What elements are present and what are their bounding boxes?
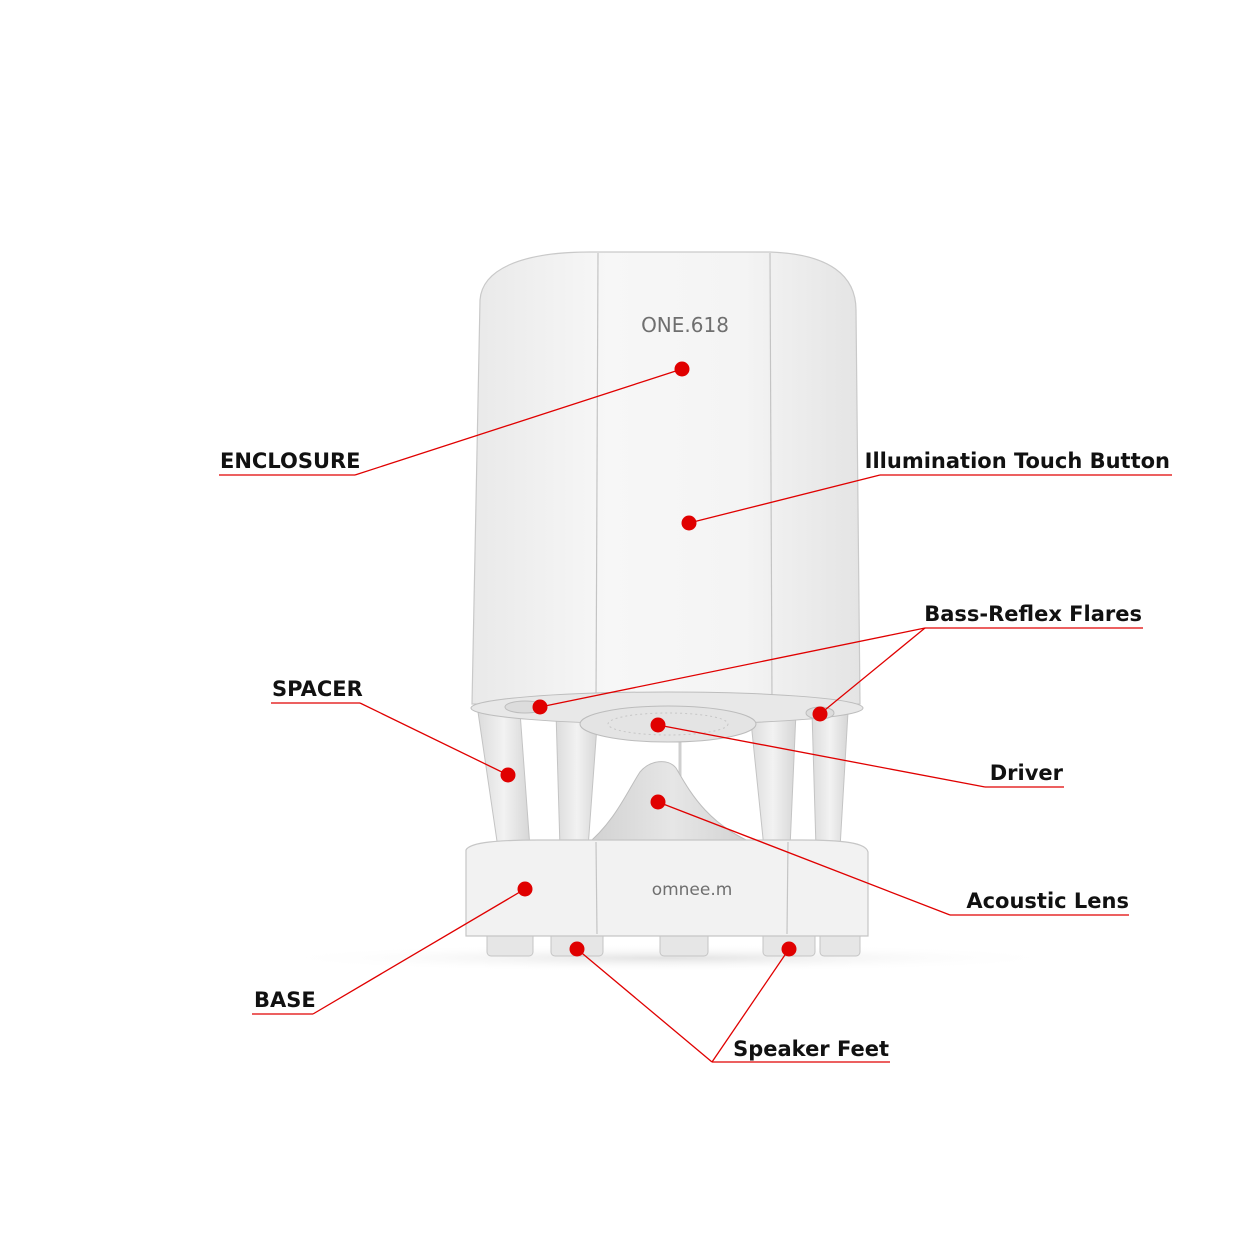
illumination-touch-button-label: Illumination Touch Button (865, 449, 1170, 473)
callout-markers (500, 361, 828, 957)
base-assembly: omnee.m (465, 839, 869, 957)
base-brand-text: omnee.m (652, 880, 733, 900)
base-body (465, 839, 869, 937)
illumination-marker-dot (681, 515, 697, 531)
callout-lines (219, 368, 1172, 1063)
enclosure-marker-dot (674, 361, 690, 377)
ground-shadow (268, 944, 1068, 972)
bass-reflex-flares-label: Bass-Reflex Flares (924, 602, 1142, 626)
spacer-label: SPACER (272, 677, 363, 701)
enclosure-label: ENCLOSURE (220, 449, 361, 473)
acoustic-lens-marker-dot (650, 794, 666, 810)
acoustic-lens-label: Acoustic Lens (966, 889, 1129, 913)
speaker-feet-marker-dot-left (569, 941, 585, 957)
base-leader (312, 888, 526, 1015)
bass-reflex-leader-2 (819, 627, 926, 715)
illumination-leader (688, 474, 881, 524)
bass-reflex-leader-1 (539, 627, 926, 708)
acoustic-lens-leader (657, 801, 951, 916)
callout-labels: ENCLOSURE Illumination Touch Button Bass… (220, 449, 1170, 1061)
bass-reflex-marker-dot-right (812, 706, 828, 722)
enclosure-body (471, 251, 861, 705)
spacer-marker-dot (500, 767, 516, 783)
base-marker-dot (517, 881, 533, 897)
bass-reflex-marker-dot-left (532, 699, 548, 715)
spacer-post-right (811, 711, 849, 849)
driver-leader (657, 724, 986, 788)
speaker-feet-label: Speaker Feet (733, 1037, 889, 1061)
speaker-feet-leader-1 (576, 948, 713, 1063)
base-label: BASE (254, 988, 316, 1012)
enclosure-brand-text: ONE.618 (641, 313, 729, 337)
acoustic-lens-cone (583, 761, 761, 847)
speaker-feet-marker-dot-right (781, 941, 797, 957)
driver-plate (579, 705, 757, 743)
enclosure: ONE.618 (470, 251, 864, 743)
spacer-leader (359, 702, 509, 776)
spacer-post-center-right (749, 711, 797, 849)
driver-label: Driver (990, 761, 1064, 785)
speaker-feet-leader-2 (711, 948, 790, 1063)
driver-marker-dot (650, 717, 666, 733)
enclosure-leader (354, 368, 683, 476)
driver-grille (607, 712, 729, 736)
